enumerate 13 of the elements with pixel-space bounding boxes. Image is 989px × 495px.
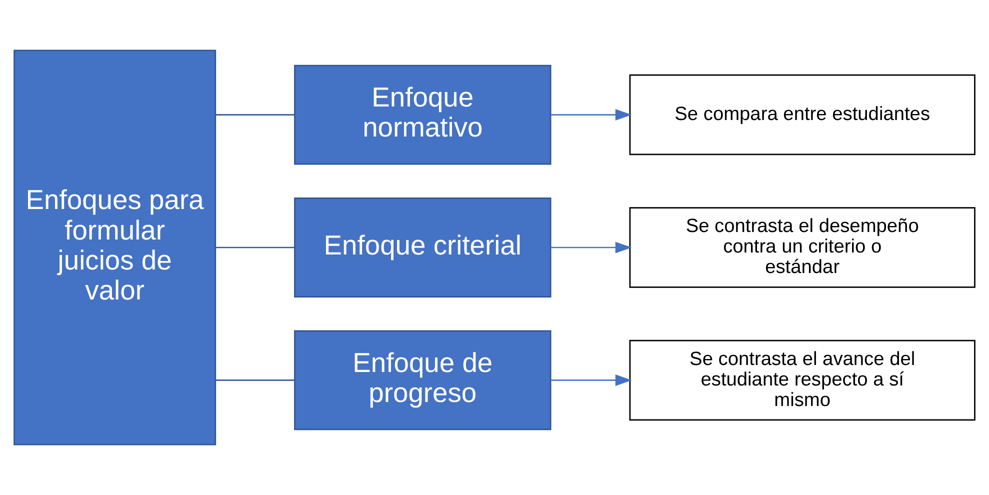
arrow xyxy=(550,242,632,254)
node-box: Se compara entre estudiantes xyxy=(629,74,976,156)
node-box: Enfoque normativo xyxy=(294,64,552,165)
node-box: Enfoques para formular juicios de valor xyxy=(14,50,216,446)
node-box: Se contrasta el desempeño contra un criterio o estándar xyxy=(629,207,976,288)
node-box: Enfoque criterial xyxy=(294,198,552,298)
arrow xyxy=(550,109,632,121)
node-box: Enfoque de progreso xyxy=(294,330,552,430)
arrow xyxy=(550,374,632,386)
node-box: Se contrasta el avance del estudiante respecto a sí mismo xyxy=(629,340,976,421)
connector xyxy=(216,114,295,116)
connector xyxy=(216,380,295,381)
connector xyxy=(216,246,295,248)
